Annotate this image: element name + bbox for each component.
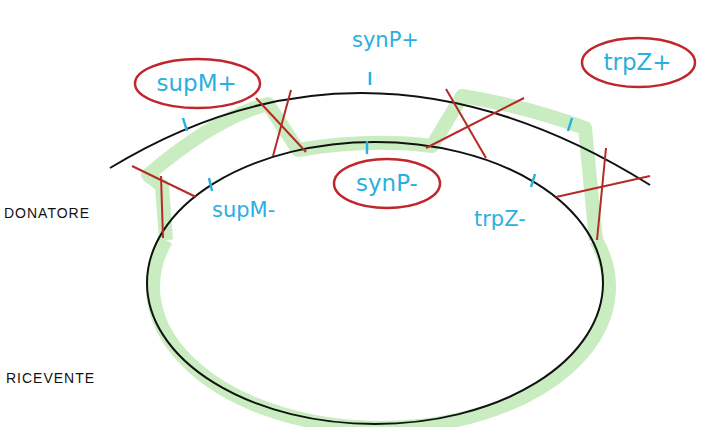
strain-label: DONATORE (4, 205, 90, 221)
gene-label: trpZ- (474, 207, 526, 231)
gene-name: synP- (356, 170, 418, 196)
circled-gene: supM+ (133, 57, 262, 110)
circled-gene: synP- (332, 157, 442, 210)
circle-outline (334, 159, 440, 208)
gene-name: trpZ+ (604, 49, 672, 75)
recombinant-highlight (153, 240, 609, 427)
circle-outline (582, 38, 695, 87)
gene-label: synP+ (352, 28, 419, 52)
circled-gene: trpZ+ (580, 36, 697, 89)
gene-label: supM- (212, 198, 275, 222)
recipient-chromosome (147, 142, 603, 424)
gene-name: supM+ (157, 70, 237, 96)
crossover (132, 89, 650, 240)
strain-label: RICEVENTE (6, 370, 95, 386)
circle-outline (135, 59, 260, 108)
